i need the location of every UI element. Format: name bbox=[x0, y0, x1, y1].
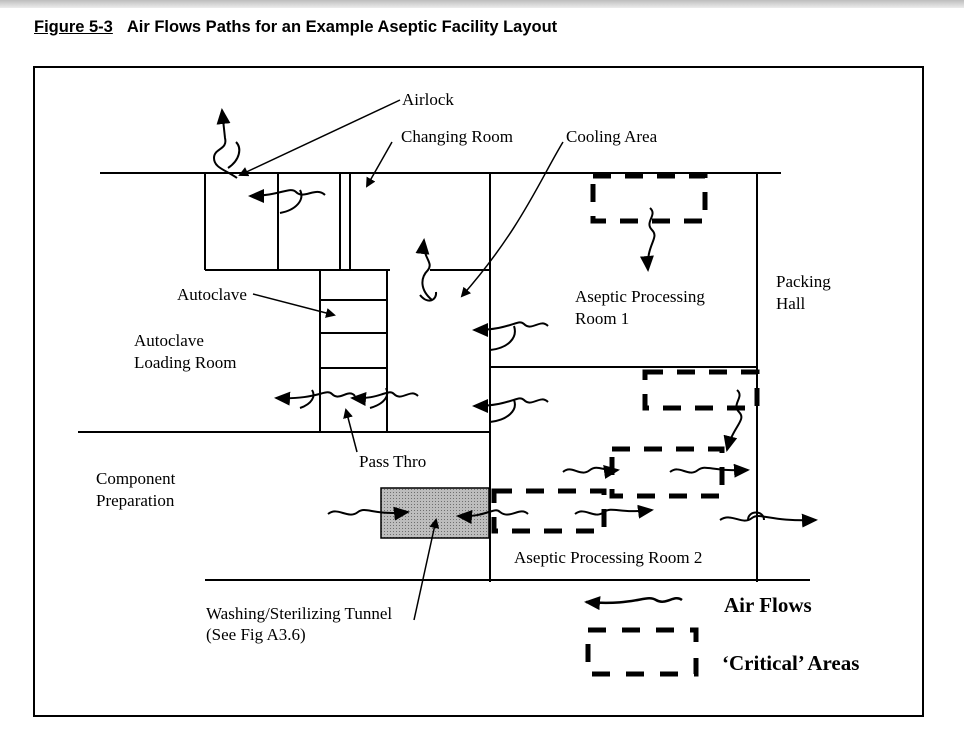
label-component-prep-1: Component bbox=[96, 469, 176, 488]
critical-area-room2-mid bbox=[609, 446, 725, 499]
airflow-tunnel-left-arrow bbox=[456, 509, 529, 524]
airflow-room1-left-arrow bbox=[472, 321, 549, 337]
figure-caption: Figure 5-3 Air Flows Paths for an Exampl… bbox=[34, 18, 557, 37]
airflow-changing-hook bbox=[279, 189, 303, 214]
figure-number: Figure 5-3 bbox=[34, 18, 113, 36]
window-top-bar bbox=[0, 0, 964, 8]
airflow-component-right-arrow bbox=[327, 506, 410, 521]
airflow-room1-down-arrow bbox=[639, 207, 656, 272]
label-aseptic-room1-line2: Room 1 bbox=[575, 309, 629, 328]
figure-title: Air Flows Paths for an Example Aseptic F… bbox=[126, 18, 558, 36]
legend-air-flows-label: Air Flows bbox=[724, 593, 812, 617]
label-packing-hall-2: Hall bbox=[776, 294, 806, 313]
airflow-passthro-left-arrow bbox=[274, 391, 356, 406]
pointer-pass-thro bbox=[343, 408, 358, 453]
label-changing-room: Changing Room bbox=[401, 127, 513, 146]
pointer-changing-room bbox=[366, 141, 393, 188]
label-packing-hall-1: Packing bbox=[776, 272, 831, 291]
legend-airflow-symbol bbox=[584, 596, 683, 611]
legend-critical-areas-label: ‘Critical’ Areas bbox=[722, 651, 859, 675]
critical-area-room2-upper bbox=[642, 369, 760, 411]
air-flow-arrows bbox=[212, 108, 818, 528]
airflow-cooling-hook bbox=[419, 291, 438, 302]
airflow-room2-right-arrow-a bbox=[562, 465, 620, 479]
legend-critical-symbol bbox=[585, 627, 699, 677]
pointer-cooling-area bbox=[460, 141, 564, 298]
label-autoclave-loading-1: Autoclave bbox=[134, 331, 204, 350]
airflow-airlock-up-arrow bbox=[212, 108, 238, 179]
airflow-cooling-up-arrow bbox=[415, 238, 433, 301]
pointer-lines bbox=[238, 99, 564, 621]
critical-areas bbox=[491, 173, 760, 534]
label-autoclave-loading-2: Loading Room bbox=[134, 353, 236, 372]
airflow-packing-right-arrow bbox=[719, 513, 818, 528]
walls bbox=[78, 172, 810, 582]
airflow-room2-hook bbox=[489, 399, 516, 423]
airflow-airlock-hook bbox=[227, 141, 241, 169]
label-washing-tunnel-1: Washing/Sterilizing Tunnel bbox=[206, 604, 392, 623]
pointer-airlock bbox=[238, 99, 401, 177]
critical-area-room1 bbox=[590, 173, 708, 224]
label-cooling-area: Cooling Area bbox=[566, 127, 658, 146]
label-aseptic-room2: Aseptic Processing Room 2 bbox=[514, 548, 702, 567]
airflow-room2-right-arrow-b bbox=[669, 463, 750, 478]
label-aseptic-room1-line1: Aseptic Processing bbox=[575, 287, 705, 306]
label-pass-thro: Pass Thro bbox=[359, 452, 426, 471]
diagram-frame bbox=[33, 66, 924, 717]
label-airlock: Airlock bbox=[402, 90, 454, 109]
airflow-changing-left-arrow bbox=[248, 188, 326, 203]
airflow-room2-left-arrow bbox=[472, 397, 549, 413]
pointer-autoclave bbox=[252, 293, 336, 318]
pointer-washing-tunnel bbox=[413, 518, 440, 621]
critical-area-room2-left bbox=[491, 488, 607, 534]
label-washing-tunnel-2: (See Fig A3.6) bbox=[206, 625, 306, 644]
airflow-passthro-hook-left bbox=[299, 389, 315, 409]
legend: Air Flows ‘Critical’ Areas bbox=[584, 593, 859, 677]
airflow-room2-down-arrow bbox=[723, 389, 743, 452]
airflow-room1-hook bbox=[489, 325, 516, 351]
airflow-room2-right-arrow-c bbox=[574, 504, 654, 519]
label-autoclave: Autoclave bbox=[177, 285, 247, 304]
label-component-prep-2: Preparation bbox=[96, 491, 175, 510]
airflow-packing-hook bbox=[747, 511, 765, 521]
airflow-passthro-hook-right bbox=[369, 387, 389, 409]
airflow-passthro-right-arrow bbox=[350, 391, 419, 406]
